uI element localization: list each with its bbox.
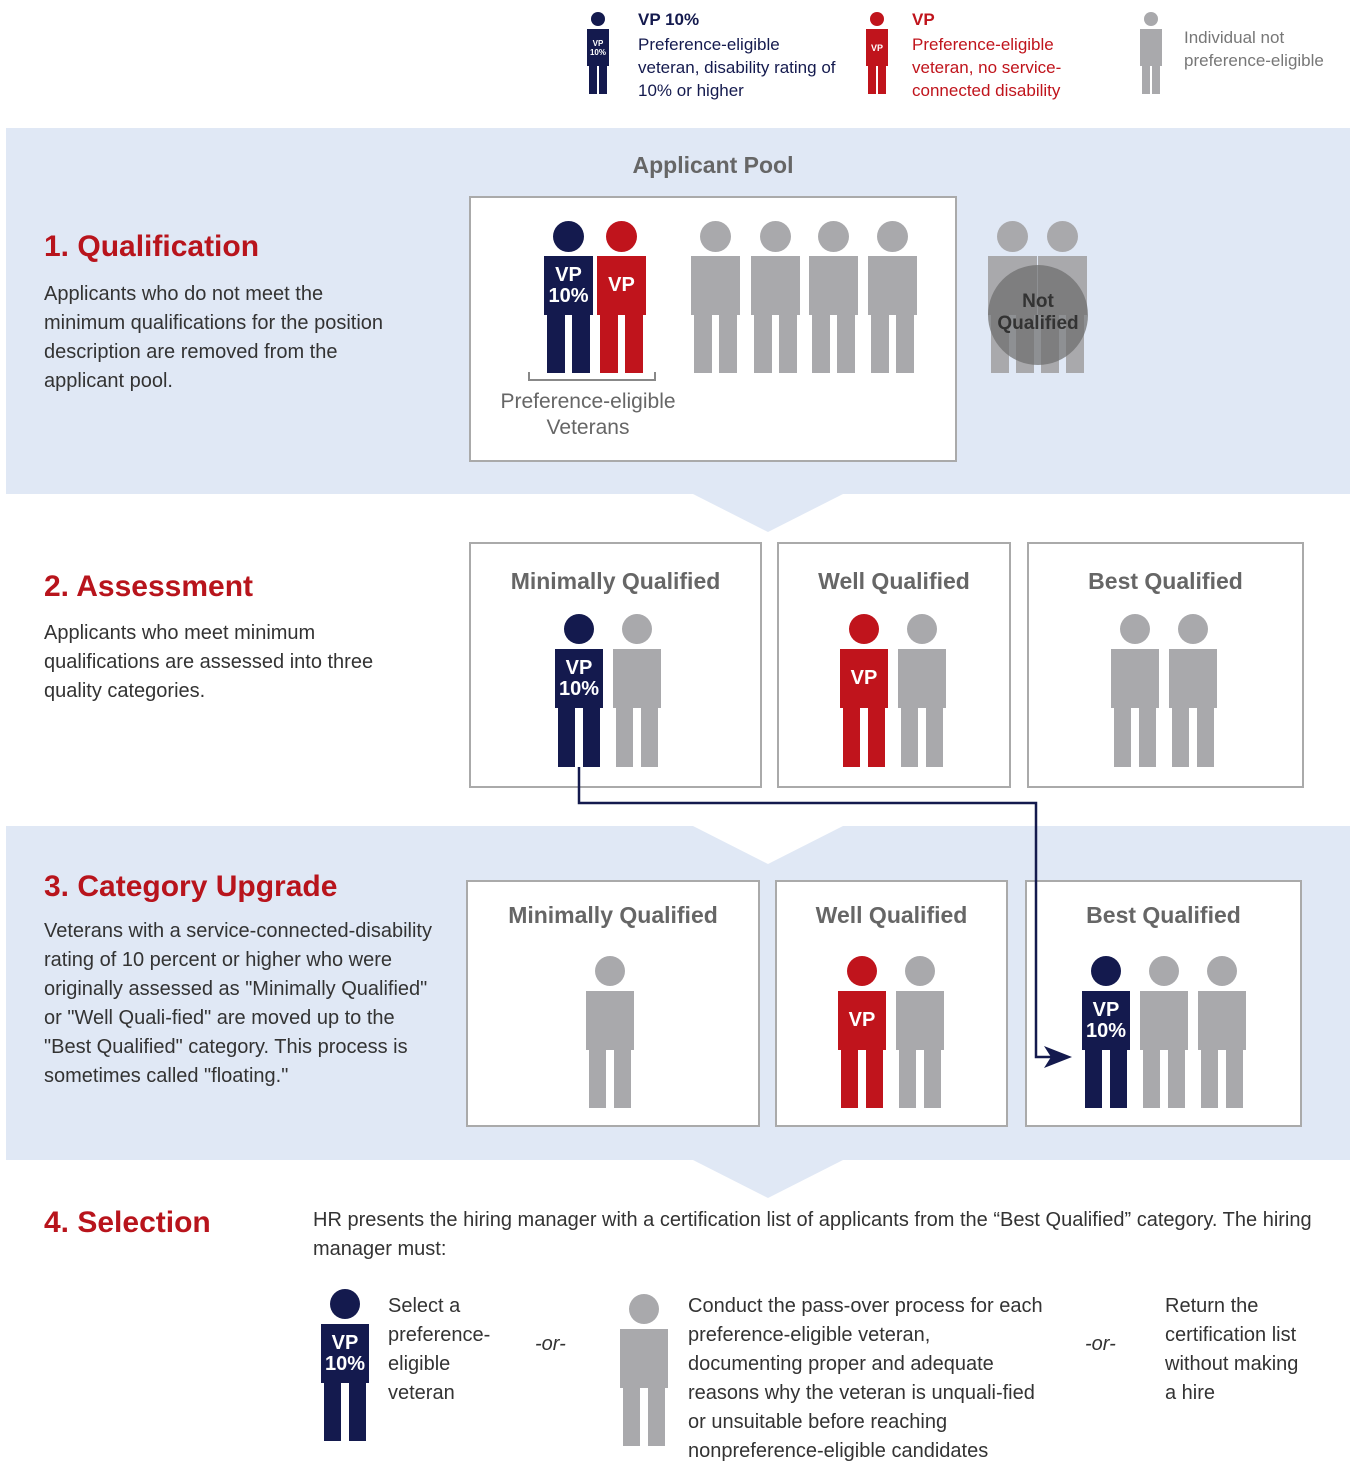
legend-vp-desc: Preference-eligible veteran, no service-…	[912, 35, 1062, 100]
not-qualified-label: Not Qualified	[997, 291, 1079, 334]
step1-title: 1. Qualification	[44, 230, 260, 263]
step2-well-box: Well Qualified	[777, 542, 1011, 788]
s2-vp10-person-icon: VP 10%	[555, 614, 603, 767]
pool-nonpref-person-icon	[868, 221, 917, 373]
s3-nonpref-person-icon	[896, 956, 944, 1108]
step3-desc: Veterans with a service-connected-disabi…	[44, 920, 432, 1087]
legend-vp10-title: VP 10%	[638, 10, 700, 29]
step3-well-box: Well Qualified	[775, 880, 1008, 1127]
step1-chevron	[693, 494, 843, 532]
s2-nonpref-person-icon	[613, 614, 661, 767]
or-separator: -or-	[1085, 1333, 1116, 1355]
not-qualified-circle	[988, 265, 1088, 365]
s2-nonpref-person-icon	[1169, 614, 1217, 767]
step2-desc: Applicants who meet minimum qualificatio…	[44, 622, 374, 702]
category-title: Minimally Qualified	[510, 568, 721, 594]
applicant-pool-title: Applicant Pool	[632, 152, 794, 178]
s3-nonpref-person-icon	[1140, 956, 1188, 1108]
s2-vp-person-icon: VP	[840, 614, 888, 767]
s3-nonpref-person-icon	[1198, 956, 1246, 1108]
s3-vp-person-icon: VP	[838, 956, 886, 1108]
legend-nonpref-person-icon	[1140, 12, 1162, 94]
pool-nonpref-person-icon	[751, 221, 800, 373]
legend-nonpref-desc: Individual not preference-eligible	[1184, 28, 1324, 70]
pool-vp-person-icon: VP	[597, 221, 646, 373]
pool-vp10-person-icon: VP 10%	[544, 221, 593, 373]
veterans-bracket	[528, 372, 656, 381]
s2-nonpref-person-icon	[898, 614, 946, 767]
pool-nonpref-person-icon	[691, 221, 740, 373]
option-pass-over: Conduct the pass-over process for each p…	[688, 1295, 1043, 1462]
step2-title: 2. Assessment	[44, 570, 254, 603]
category-title: Well Qualified	[818, 568, 970, 594]
s4-nonpref-person-icon	[620, 1294, 668, 1446]
category-title: Well Qualified	[815, 902, 968, 928]
option-select-veteran: Select a preference-eligible veteran	[388, 1295, 491, 1404]
step3-title: 3. Category Upgrade	[44, 870, 338, 903]
category-title: Best Qualified	[1088, 568, 1243, 594]
step4-intro: HR presents the hiring manager with a ce…	[313, 1209, 1312, 1260]
pool-nonpref-person-icon	[809, 221, 858, 373]
legend-vp10-person-icon: VP 10%	[587, 12, 609, 94]
s4-vp10-person-icon: VP 10%	[321, 1289, 369, 1441]
legend-vp-person-icon: VP	[866, 12, 888, 94]
s3-nonpref-person-icon	[586, 956, 634, 1108]
s2-nonpref-person-icon	[1111, 614, 1159, 767]
step3-band-notch	[693, 826, 843, 864]
legend-vp10-desc: Preference-eligible veteran, disability …	[638, 35, 836, 100]
or-separator: -or-	[535, 1333, 566, 1355]
legend-vp-title: VP	[912, 10, 935, 29]
step1-desc: Applicants who do not meet the minimum q…	[44, 283, 384, 392]
category-title: Minimally Qualified	[508, 902, 718, 928]
option-return-list: Return the certification list without ma…	[1165, 1295, 1299, 1404]
category-title: Best Qualified	[1086, 902, 1241, 928]
step4-title: 4. Selection	[44, 1206, 211, 1239]
step2-best-box: Best Qualified	[1027, 542, 1304, 788]
s3-vp10-person-icon: VP 10%	[1082, 956, 1130, 1108]
step3-chevron	[693, 1160, 843, 1198]
veterans-group-label: Preference-eligible Veterans	[500, 390, 676, 439]
